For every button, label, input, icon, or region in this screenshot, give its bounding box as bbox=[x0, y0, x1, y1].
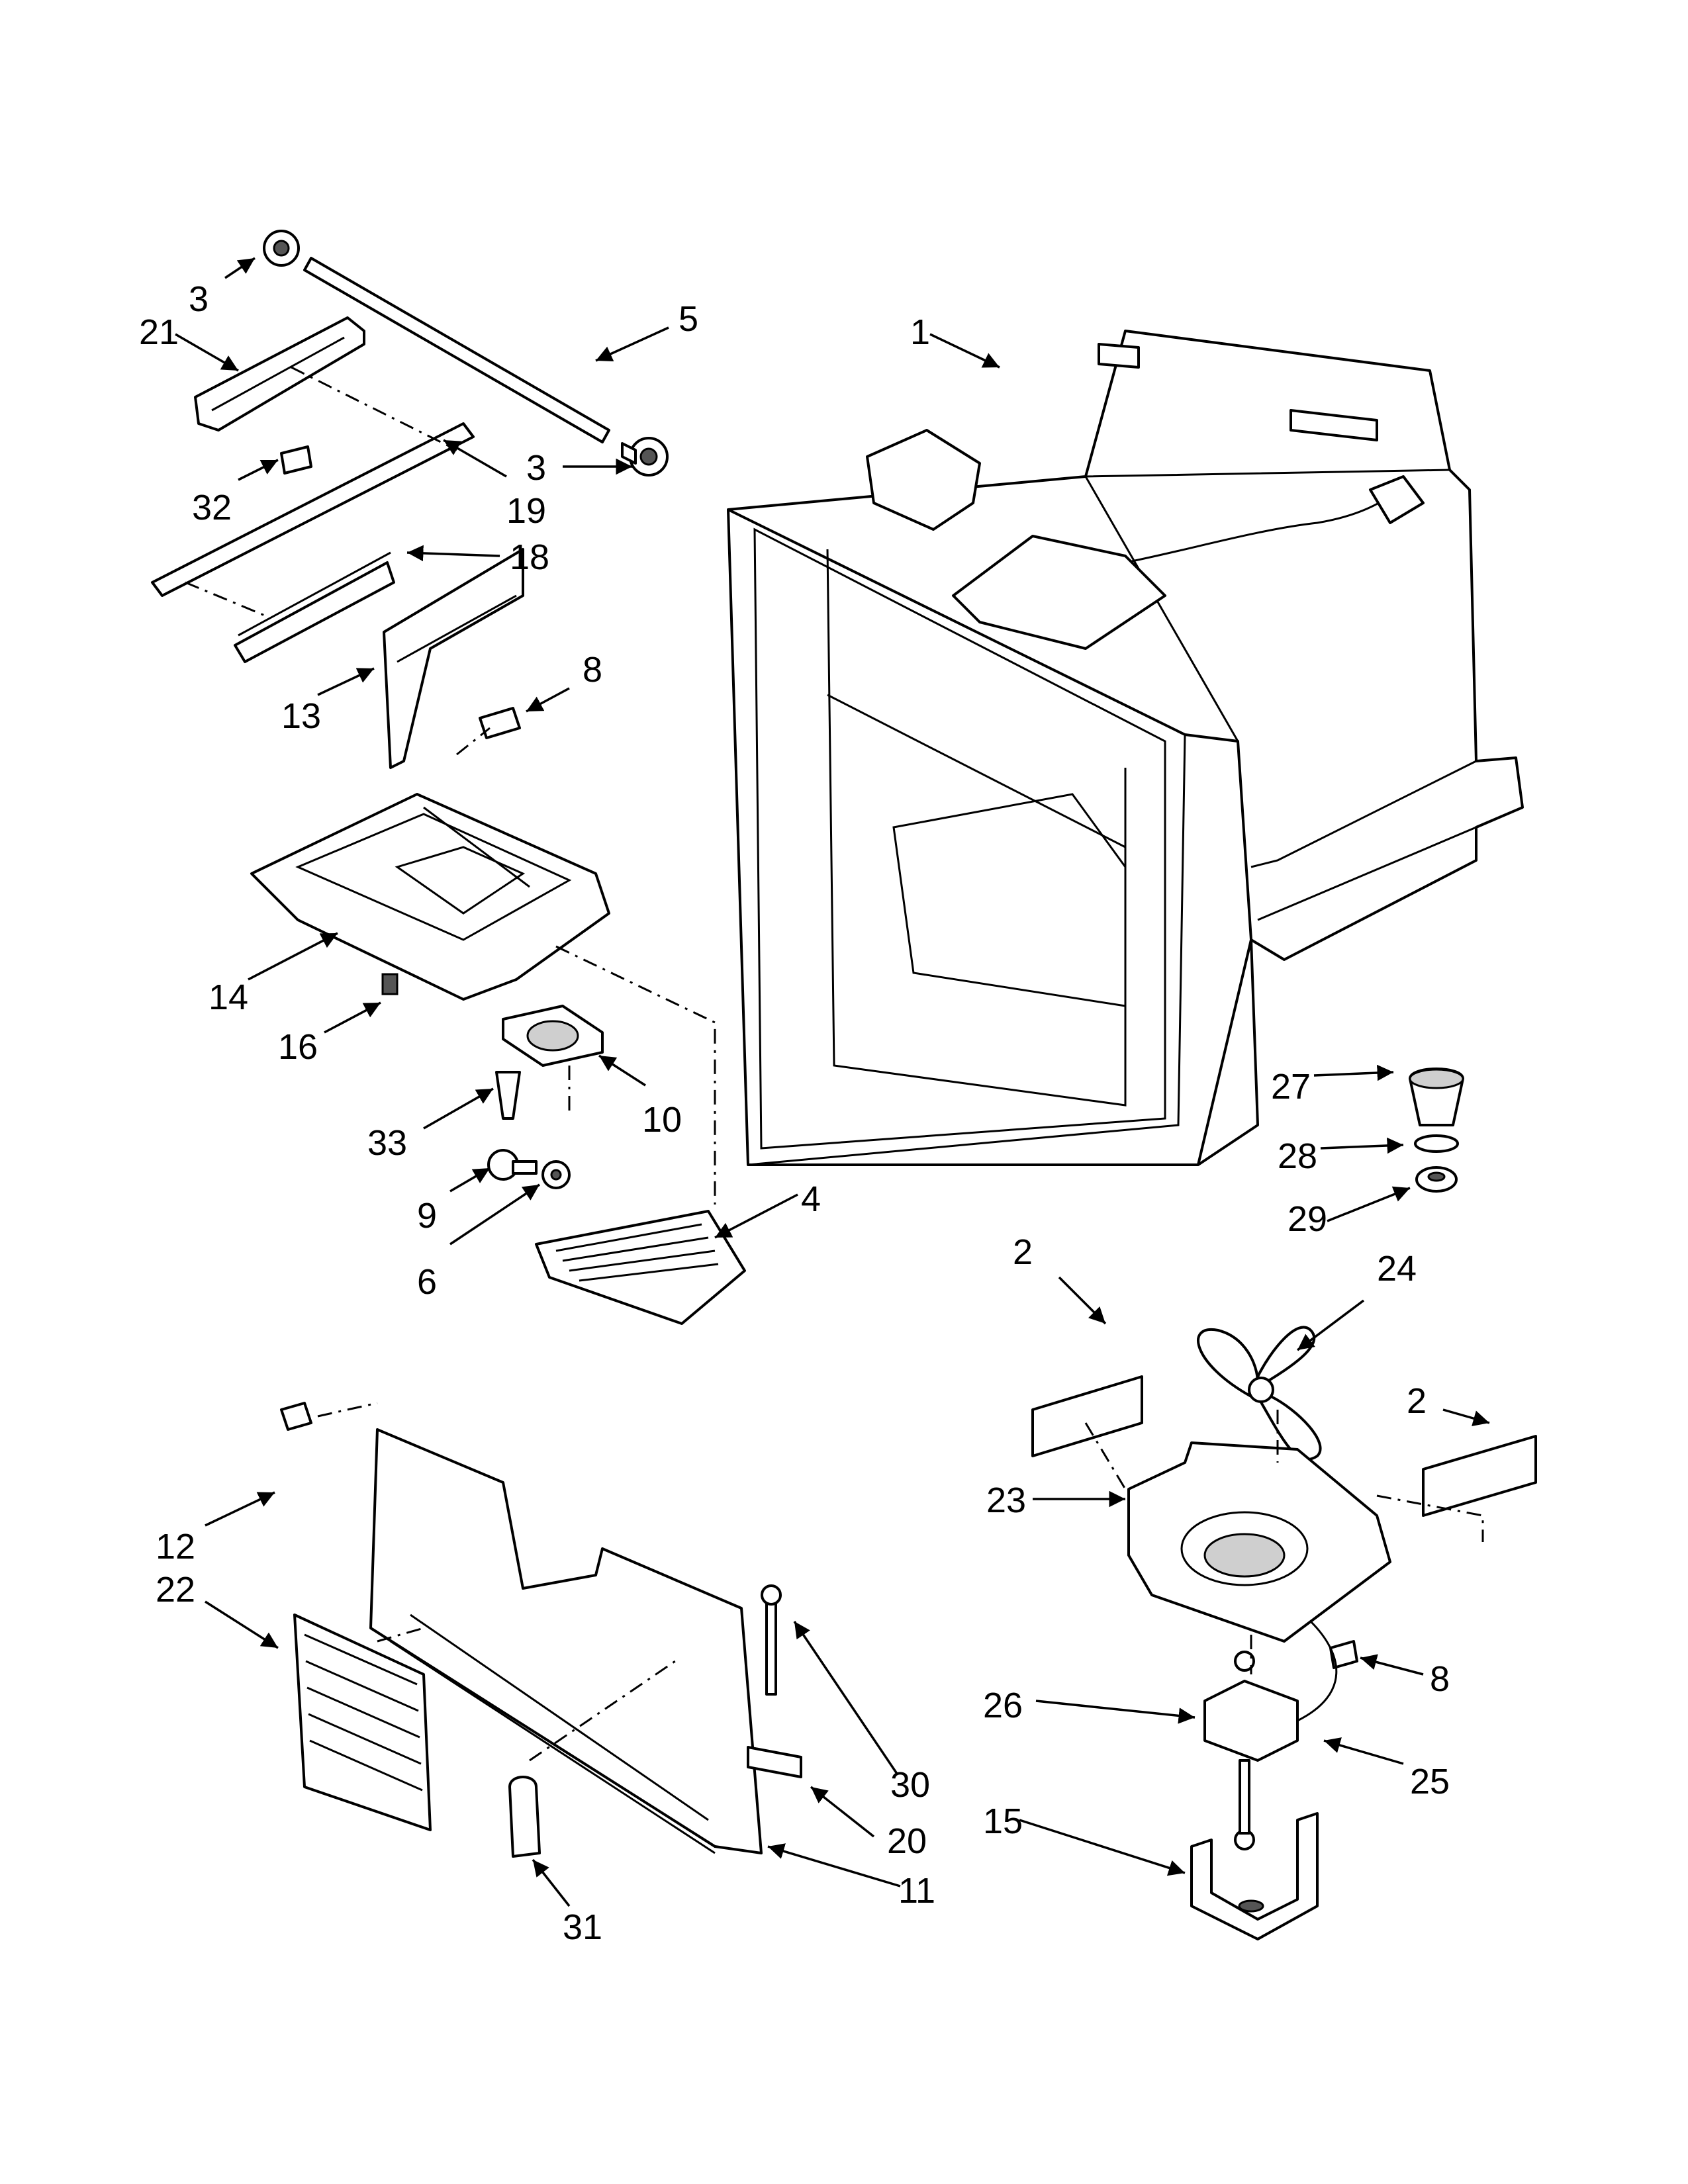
callout-25: 25 bbox=[1410, 1762, 1450, 1801]
cup-27 bbox=[1409, 1068, 1464, 1126]
callout-13: 13 bbox=[281, 696, 321, 736]
screw-33 bbox=[495, 1071, 521, 1120]
panel-11 bbox=[369, 1428, 763, 1854]
screw-32 bbox=[280, 445, 312, 475]
callout-19: 19 bbox=[506, 491, 546, 531]
callout-9: 9 bbox=[417, 1196, 437, 1236]
callout-16: 16 bbox=[278, 1027, 318, 1067]
callout-28: 28 bbox=[1278, 1136, 1317, 1176]
sensor-31 bbox=[508, 1776, 541, 1858]
callout-15: 15 bbox=[983, 1801, 1023, 1841]
probe-30 bbox=[761, 1584, 782, 1696]
callout-32: 32 bbox=[192, 488, 232, 527]
callout-30: 30 bbox=[890, 1765, 930, 1805]
callout-29: 29 bbox=[1288, 1199, 1327, 1239]
bracket-15 bbox=[1190, 1812, 1319, 1940]
callout-14: 14 bbox=[209, 978, 248, 1017]
clip-16 bbox=[381, 973, 399, 995]
rod-20 bbox=[747, 1746, 802, 1778]
callout-22: 22 bbox=[156, 1570, 195, 1610]
grommet-29 bbox=[1415, 1166, 1458, 1193]
screw-12 bbox=[280, 1402, 312, 1431]
callout-8a: 8 bbox=[583, 650, 602, 690]
callout-6: 6 bbox=[417, 1262, 437, 1302]
light-housing-10 bbox=[502, 1005, 604, 1067]
callout-33: 33 bbox=[367, 1123, 407, 1163]
callout-4: 4 bbox=[801, 1179, 821, 1219]
screw-8-upper bbox=[479, 707, 521, 739]
callout-20: 20 bbox=[887, 1821, 927, 1861]
wire-25 bbox=[1297, 1620, 1338, 1722]
callout-3a: 3 bbox=[189, 279, 209, 319]
callout-18: 18 bbox=[510, 537, 549, 577]
screw-8-lower bbox=[1329, 1640, 1358, 1669]
ring-28 bbox=[1414, 1134, 1459, 1153]
callout-2b: 2 bbox=[1407, 1381, 1427, 1421]
bracket-13 bbox=[383, 548, 524, 769]
callout-3b: 3 bbox=[526, 448, 546, 488]
shaft-rod bbox=[303, 257, 610, 443]
bulb-9 bbox=[487, 1149, 538, 1181]
pad-2-right bbox=[1422, 1435, 1537, 1517]
callout-31: 31 bbox=[563, 1907, 602, 1947]
callout-8b: 8 bbox=[1430, 1659, 1450, 1699]
callout-1: 1 bbox=[910, 312, 930, 352]
tray-housing-14 bbox=[250, 793, 610, 1001]
callout-11: 11 bbox=[898, 1871, 935, 1911]
fan-motor-26 bbox=[1203, 1651, 1299, 1850]
rail-18 bbox=[234, 551, 395, 663]
fan-shroud-23 bbox=[1127, 1441, 1391, 1643]
callout-10: 10 bbox=[642, 1100, 682, 1140]
slide-bracket-21 bbox=[194, 316, 365, 432]
grille-4 bbox=[535, 1210, 746, 1325]
gear-right bbox=[621, 437, 669, 477]
callout-24: 24 bbox=[1377, 1249, 1417, 1289]
socket-6 bbox=[541, 1160, 571, 1189]
pad-2-left bbox=[1031, 1375, 1143, 1457]
freezer-liner bbox=[727, 330, 1524, 1166]
rail-19 bbox=[151, 422, 475, 597]
callout-5: 5 bbox=[679, 299, 698, 339]
callout-27: 27 bbox=[1271, 1067, 1311, 1107]
callout-26: 26 bbox=[983, 1686, 1023, 1725]
callout-21: 21 bbox=[139, 312, 179, 352]
gear-top bbox=[263, 230, 300, 267]
callout-23: 23 bbox=[986, 1480, 1026, 1520]
callout-12: 12 bbox=[156, 1527, 195, 1567]
grille-22 bbox=[293, 1614, 432, 1831]
callout-2a: 2 bbox=[1013, 1232, 1033, 1272]
